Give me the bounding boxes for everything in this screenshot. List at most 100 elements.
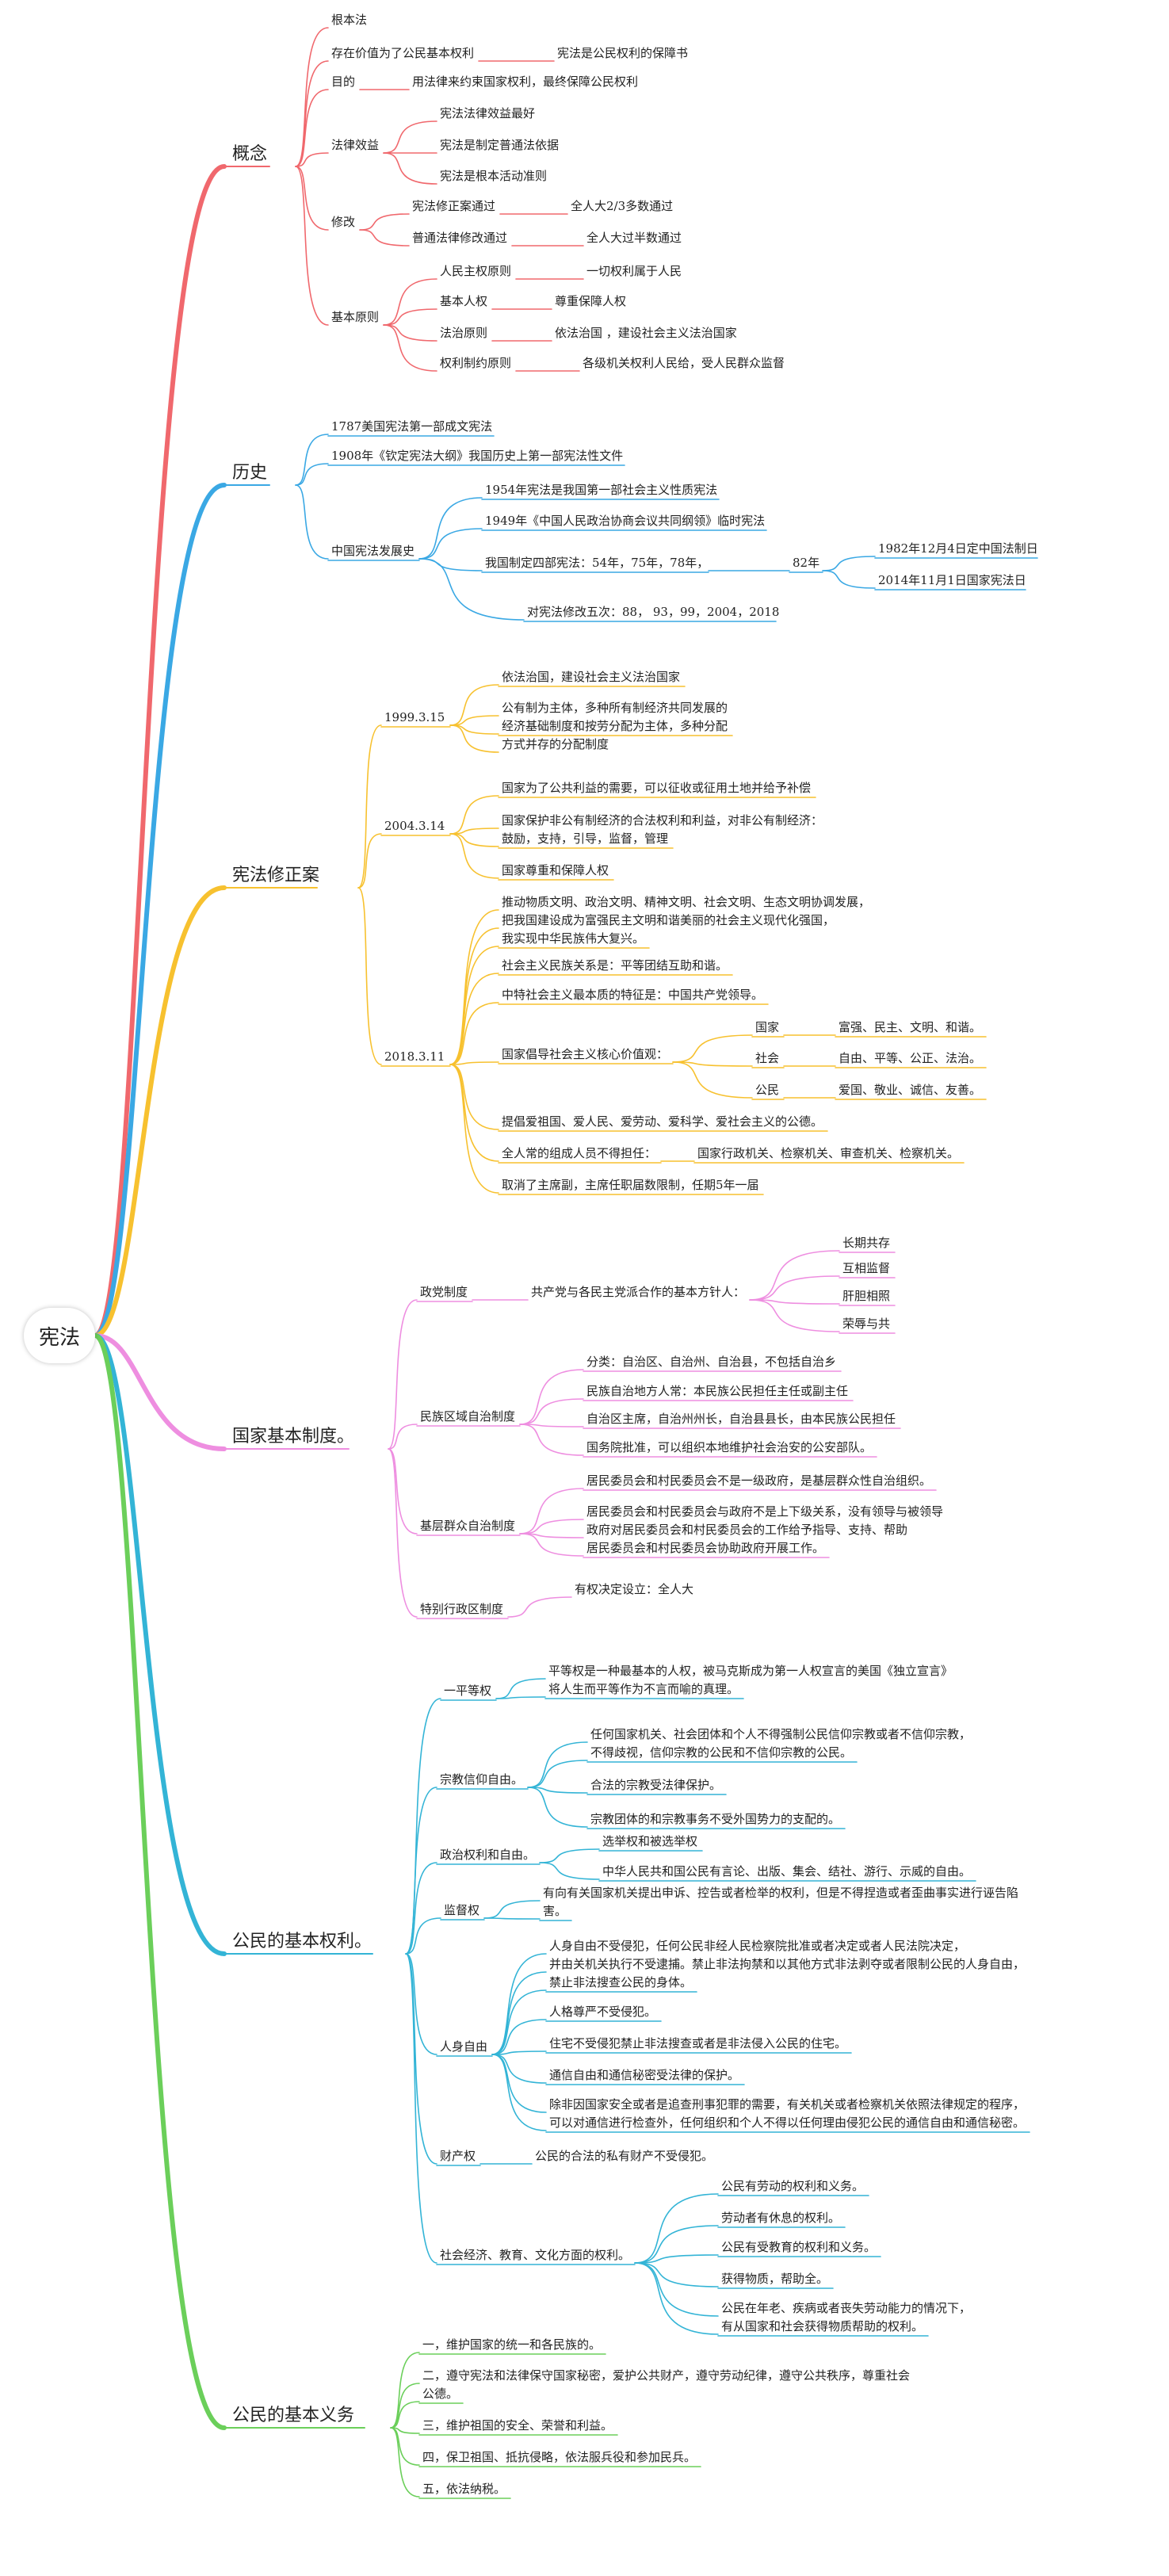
mindmap-node[interactable]: 中国宪法发展史: [331, 544, 415, 558]
mindmap-node[interactable]: 提倡爱祖国、爱人民、爱劳动、爱科学、爱社会主义的公德。: [502, 1114, 823, 1129]
branch-label[interactable]: 历史: [232, 463, 268, 483]
mindmap-node[interactable]: 人格尊严不受侵犯。: [549, 2005, 657, 2019]
mindmap-node[interactable]: 2018.3.11: [384, 1049, 445, 1064]
mindmap-node[interactable]: 宪法修正案通过: [412, 199, 496, 213]
mindmap-node[interactable]: 国家保护非公有制经济的合法权利和利益，对非公有制经济：: [502, 813, 823, 827]
mindmap-node[interactable]: 政治权利和自由。: [440, 1848, 536, 1862]
mindmap-node[interactable]: 并由关机关执行不受逮捕。禁止非法拘禁和以其他方式非法剥夺或者限制公民的人身自由，: [549, 1957, 1026, 1971]
mindmap-node[interactable]: 公民有受教育的权利和义务。: [721, 2240, 877, 2254]
branch-label[interactable]: 公民的基本权利。: [232, 1932, 372, 1951]
mindmap-node[interactable]: 民族自治地方人常：本民族公民担任主任或副主任: [586, 1384, 849, 1398]
mindmap-node[interactable]: 经济基础制度和按劳分配为主体，多种分配: [502, 719, 728, 733]
mindmap-node[interactable]: 监督权: [444, 1903, 480, 1917]
mindmap-node[interactable]: 人身自由: [440, 2039, 488, 2054]
mindmap-node[interactable]: 通信自由和通信秘密受法律的保护。: [549, 2068, 740, 2082]
mindmap-node[interactable]: 平等权是一种最基本的人权，被马克斯成为第一人权宣言的美国《独立宣言》: [548, 1664, 953, 1678]
mindmap-node[interactable]: 1954年宪法是我国第一部社会主义性质宪法: [485, 483, 718, 497]
mindmap-node[interactable]: 尊重保障人权: [555, 294, 627, 308]
mindmap-node[interactable]: 政党制度: [420, 1285, 468, 1299]
mindmap-node[interactable]: 国务院批准，可以组织本地维护社会治安的公安部队。: [586, 1440, 873, 1454]
mindmap-node[interactable]: 一，维护国家的统一和各民族的。: [422, 2337, 602, 2352]
mindmap-node[interactable]: 人身自由不受侵犯，任何公民非经人民检察院批准或者决定或者人民法院决定，: [549, 1939, 966, 1953]
mindmap-node[interactable]: 害。: [543, 1904, 567, 1918]
mindmap-node[interactable]: 宪法是根本活动准则: [440, 169, 548, 183]
mindmap-node[interactable]: 1949年《中国人民政治协商会议共同纲领》临时宪法: [485, 514, 766, 528]
mindmap-node[interactable]: 国家尊重和保障人权: [502, 863, 609, 877]
mindmap-node[interactable]: 一平等权: [444, 1684, 492, 1698]
mindmap-node[interactable]: 2004.3.14: [384, 819, 445, 833]
mindmap-node[interactable]: 我国制定四部宪法：54年，75年，78年，: [485, 556, 709, 570]
mindmap-node[interactable]: 长期共存: [842, 1236, 891, 1250]
mindmap-node[interactable]: 2014年11月1日国家宪法日: [878, 573, 1026, 587]
mindmap-node[interactable]: 公民在年老、疾病或者丧失劳动能力的情况下，: [721, 2301, 972, 2315]
mindmap-node[interactable]: 普通法律修改通过: [412, 231, 508, 245]
mindmap-node[interactable]: 用法律来约束国家权利，最终保障公民权利: [412, 75, 639, 89]
mindmap-node[interactable]: 除非因国家安全或者是追查刑事犯罪的需要，有关机关或者检察机关依照法律规定的程序，: [549, 2097, 1026, 2112]
mindmap-node[interactable]: 住宅不受侵犯禁止非法搜查或者是非法侵入公民的住宅。: [549, 2036, 847, 2050]
branch-label[interactable]: 宪法修正案: [232, 866, 320, 885]
mindmap-node[interactable]: 获得物质，帮助全。: [721, 2272, 829, 2286]
mindmap-node[interactable]: 公民: [755, 1083, 780, 1097]
mindmap-node[interactable]: 自治区主席，自治州州长，自治县县长，由本民族公民担任: [586, 1412, 896, 1426]
mindmap-node[interactable]: 推动物质文明、政治文明、精神文明、社会文明、生态文明协调发展，: [502, 895, 871, 909]
mindmap-node[interactable]: 权利制约原则: [440, 356, 512, 370]
mindmap-node[interactable]: 我实现中华民族伟大复兴。: [502, 931, 645, 946]
mindmap-node[interactable]: 民族区域自治制度: [420, 1409, 516, 1424]
mindmap-node[interactable]: 1982年12月4日定中国法制日: [878, 541, 1038, 556]
mindmap-node[interactable]: 国家: [755, 1020, 780, 1034]
mindmap-node[interactable]: 有向有关国家机关提出申诉、控告或者检举的权利，但是不得捏造或者歪曲事实进行诬告陷: [543, 1886, 1019, 1900]
mindmap-node[interactable]: 富强、民主、文明、和谐。: [839, 1020, 982, 1034]
mindmap-node[interactable]: 公有制为主体，多种所有制经济共同发展的: [502, 701, 728, 715]
mindmap-node[interactable]: 社会主义民族关系是：平等团结互助和谐。: [502, 958, 728, 973]
mindmap-node[interactable]: 依法治国 ，建设社会主义法治国家: [555, 326, 737, 340]
mindmap-node[interactable]: 居民委员会和村民委员会不是一级政府，是基层群众性自治组织。: [586, 1473, 932, 1488]
mindmap-node[interactable]: 社会: [755, 1051, 780, 1065]
mindmap-node[interactable]: 1999.3.15: [384, 710, 445, 724]
mindmap-node[interactable]: 鼓励，支持，引导，监督，管理: [502, 831, 669, 846]
mindmap-node[interactable]: 82年: [793, 556, 820, 570]
mindmap-node[interactable]: 社会经济、教育、文化方面的权利。: [440, 2248, 631, 2262]
mindmap-node[interactable]: 法治原则: [440, 326, 488, 340]
mindmap-node[interactable]: 国家行政机关、检察机关、审查机关、检察机关。: [697, 1146, 960, 1160]
mindmap-node[interactable]: 全人常的组成人员不得担任：: [502, 1146, 657, 1160]
branch-label[interactable]: 概念: [232, 144, 268, 164]
mindmap-node[interactable]: 基本原则: [331, 310, 380, 324]
mindmap-node[interactable]: 特别行政区制度: [420, 1602, 504, 1616]
mindmap-node[interactable]: 依法治国，建设社会主义法治国家: [502, 670, 681, 684]
mindmap-node[interactable]: 中特社会主义最本质的特征是：中国共产党领导。: [502, 988, 764, 1002]
mindmap-node[interactable]: 1787美国宪法第一部成文宪法: [331, 419, 493, 434]
mindmap-node[interactable]: 选举权和被选举权: [602, 1834, 698, 1848]
mindmap-node[interactable]: 有从国家和社会获得物质帮助的权利。: [721, 2319, 924, 2333]
mindmap-node[interactable]: 目的: [331, 75, 356, 89]
mindmap-node[interactable]: 有权决定设立：全人大: [575, 1582, 694, 1596]
mindmap-node[interactable]: 公民的合法的私有财产不受侵犯。: [535, 2149, 714, 2163]
mindmap-node[interactable]: 不得歧视，信仰宗教的公民和不信仰宗教的公民。: [590, 1745, 853, 1760]
mindmap-node[interactable]: 宪法是制定普通法依据: [440, 138, 560, 152]
mindmap-node[interactable]: 宪法法律效益最好: [440, 106, 536, 120]
mindmap-node[interactable]: 各级机关权利人民给，受人民群众监督: [583, 356, 785, 370]
mindmap-node[interactable]: 基本人权: [440, 294, 488, 308]
mindmap-node[interactable]: 禁止非法搜查公民的身体。: [549, 1975, 693, 1989]
mindmap-node[interactable]: 方式并存的分配制度: [502, 737, 609, 751]
mindmap-node[interactable]: 公民有劳动的权利和义务。: [721, 2179, 865, 2193]
branch-label[interactable]: 国家基本制度。: [232, 1427, 355, 1447]
mindmap-node[interactable]: 基层群众自治制度: [420, 1519, 516, 1533]
mindmap-node[interactable]: 互相监督: [842, 1261, 891, 1275]
mindmap-node[interactable]: 三，维护祖国的安全、荣誉和利益。: [422, 2418, 613, 2433]
mindmap-node[interactable]: 肝胆相照: [842, 1289, 891, 1303]
mindmap-node[interactable]: 可以对通信进行检查外，任何组织和个人不得以任何理由侵犯公民的通信自由和通信秘密。: [549, 2115, 1026, 2130]
mindmap-node[interactable]: 荣辱与共: [842, 1317, 891, 1331]
mindmap-node[interactable]: 爱国、敬业、诚信、友善。: [839, 1083, 982, 1097]
mindmap-node[interactable]: 把我国建设成为富强民主文明和谐美丽的社会主义现代化强国，: [502, 913, 835, 927]
mindmap-node[interactable]: 人民主权原则: [440, 264, 512, 278]
mindmap-node[interactable]: 政府对居民委员会和村民委员会的工作给予指导、支持、帮助: [586, 1523, 908, 1537]
mindmap-node[interactable]: 分类：自治区、自治州、自治县，不包括自治乡: [586, 1355, 837, 1369]
mindmap-node[interactable]: 共产党与各民主党派合作的基本方针人：: [531, 1285, 746, 1299]
mindmap-node[interactable]: 任何国家机关、社会团体和个人不得强制公民信仰宗教或者不信仰宗教，: [590, 1727, 972, 1741]
mindmap-node[interactable]: 国家为了公共利益的需要，可以征收或征用土地并给予补偿: [502, 781, 812, 795]
mindmap-node[interactable]: 对宪法修改五次：88， 93，99，2004，2018: [527, 605, 780, 619]
mindmap-node[interactable]: 居民委员会和村民委员会协助政府开展工作。: [586, 1541, 825, 1555]
mindmap-node[interactable]: 宗教信仰自由。: [440, 1772, 524, 1787]
mindmap-node[interactable]: 劳动者有休息的权利。: [721, 2211, 841, 2225]
mindmap-node[interactable]: 取消了主席副，主席任职届数限制，任期5年一届: [502, 1178, 759, 1192]
